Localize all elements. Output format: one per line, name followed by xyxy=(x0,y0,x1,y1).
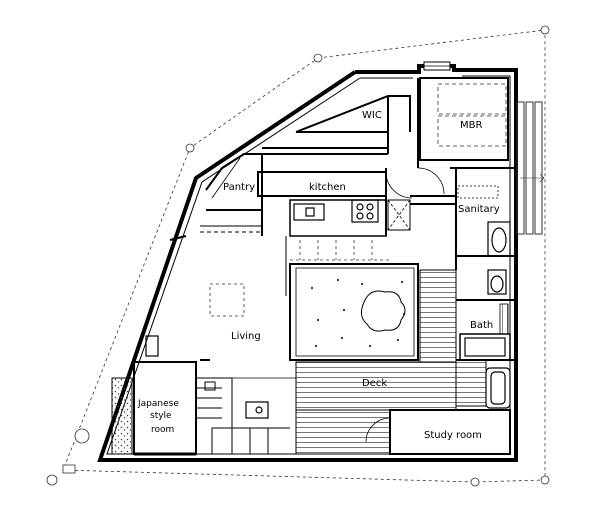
japanese-room xyxy=(111,361,197,461)
label-sanitary: Sanitary xyxy=(458,204,500,215)
stairs xyxy=(195,377,290,455)
study-room xyxy=(365,409,511,455)
living-walls xyxy=(200,210,287,361)
balcony-louver xyxy=(516,101,545,235)
courtyard xyxy=(289,263,419,361)
label-living: Living xyxy=(231,331,261,342)
site-markers xyxy=(46,25,550,487)
label-bath: Bath xyxy=(470,320,493,331)
label-japanese-3: room xyxy=(151,425,174,435)
mbr-area xyxy=(419,61,509,161)
label-wic: WIC xyxy=(362,110,382,121)
core-walls xyxy=(385,167,516,270)
label-japanese-2: style xyxy=(150,411,172,421)
label-deck: Deck xyxy=(362,378,387,389)
label-japanese-1: Japanese xyxy=(137,399,179,409)
sanitary-area xyxy=(456,185,516,295)
kitchen-dashed-island xyxy=(290,240,390,261)
wic-area xyxy=(262,78,419,168)
label-study-room: Study room xyxy=(424,430,482,441)
living-fixtures xyxy=(209,283,245,317)
kitchen-window xyxy=(169,225,262,241)
label-kitchen: kitchen xyxy=(309,182,346,193)
label-mbr: MBR xyxy=(460,120,482,131)
deck xyxy=(295,269,487,455)
label-pantry: Pantry xyxy=(223,182,255,193)
